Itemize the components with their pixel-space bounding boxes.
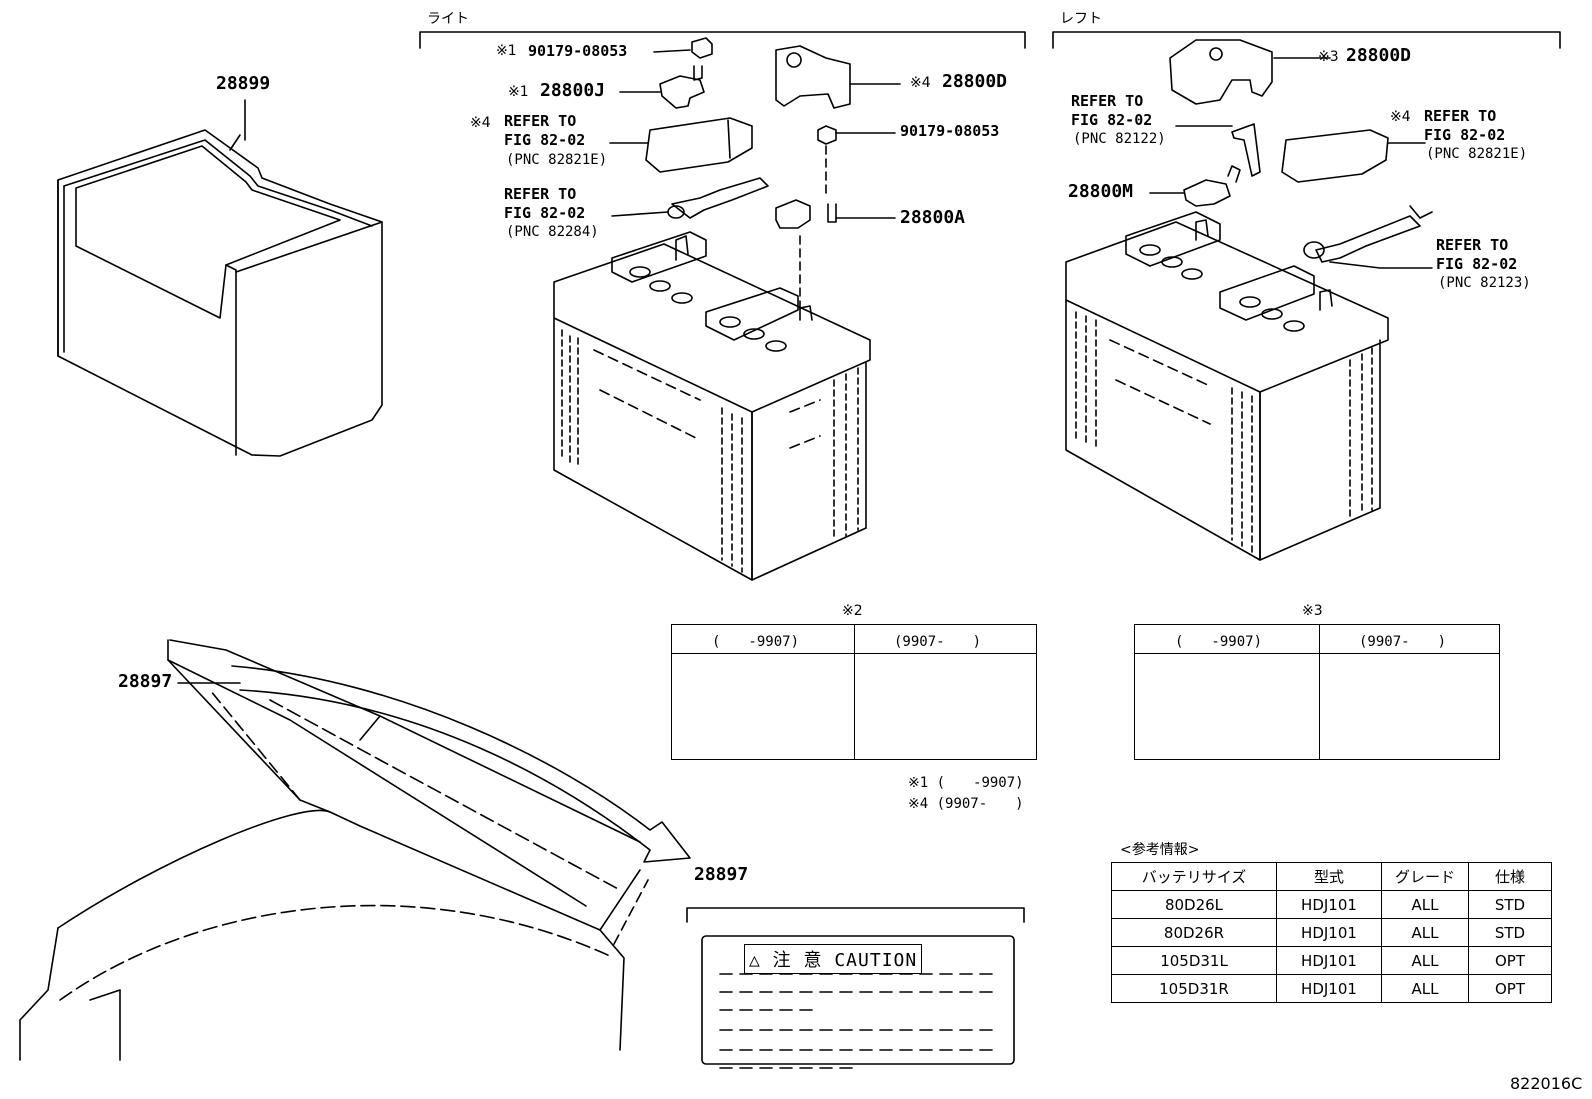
part-cover-left[interactable]: 28800D <box>1346 45 1412 66</box>
ref-cell: STD <box>1468 890 1552 919</box>
note-4: ※4 (9907- ) <box>908 796 1024 812</box>
ref-table-title: <参考情報> <box>1120 842 1200 858</box>
ref-cell: HDJ101 <box>1276 890 1382 919</box>
ref-cell: ALL <box>1381 918 1469 947</box>
refer-r2-line2[interactable]: FIG 82-02 <box>504 204 586 222</box>
refer-l1-line2[interactable]: FIG 82-02 <box>1071 111 1153 129</box>
variant-box2-title: ※2 <box>842 603 863 619</box>
refer-l2-line3: (PNC 82821E) <box>1426 146 1528 162</box>
ref-cell: HDJ101 <box>1276 974 1382 1003</box>
part-terminal-right[interactable]: 28800A <box>900 207 966 228</box>
refer-l1-line1: REFER TO <box>1071 92 1144 110</box>
variant-box3-before: ( -9907) <box>1175 634 1263 650</box>
ref-cell: 80D26R <box>1111 918 1277 947</box>
variant-box2-before: ( -9907) <box>712 634 800 650</box>
table-row: 80D26L HDJ101 ALL STD <box>1111 890 1552 919</box>
refer-l3-line2[interactable]: FIG 82-02 <box>1436 255 1518 273</box>
right-section-label: ライト <box>427 11 469 27</box>
mark-cover-left: ※3 <box>1318 49 1339 65</box>
variant-box2-after: (9907- ) <box>894 634 982 650</box>
leader-lines <box>177 49 1433 684</box>
ref-cell: 80D26L <box>1111 890 1277 919</box>
mark-cover-right: ※4 <box>910 75 931 91</box>
note-1: ※1 ( -9907) <box>908 775 1024 791</box>
variant-box3: ( -9907) (9907- ) <box>1134 624 1500 760</box>
ref-col-grade: グレード <box>1381 862 1469 891</box>
refer-r2-line3: (PNC 82284) <box>506 224 599 240</box>
vehicle-hood-drawing <box>19 639 691 1061</box>
table-row: 105D31R HDJ101 ALL OPT <box>1111 974 1552 1003</box>
refer-l3-line1: REFER TO <box>1436 236 1509 254</box>
mark-refer-l2: ※4 <box>1390 109 1411 125</box>
refer-r1-line3: (PNC 82821E) <box>506 152 608 168</box>
refer-l2-line2[interactable]: FIG 82-02 <box>1424 126 1506 144</box>
ref-cell: OPT <box>1468 946 1552 975</box>
ref-cell: ALL <box>1381 946 1469 975</box>
mark-bolt-right: ※1 <box>496 43 517 59</box>
ref-cell: HDJ101 <box>1276 946 1382 975</box>
left-section-label: レフト <box>1060 11 1102 27</box>
mark-refer-r1: ※4 <box>470 115 491 131</box>
refer-r1-line1: REFER TO <box>504 112 577 130</box>
terminal-parts-left-drawing <box>1169 39 1433 263</box>
variant-box2: ( -9907) (9907- ) <box>671 624 1037 760</box>
part-cover-right[interactable]: 28800D <box>942 71 1008 92</box>
refer-l2-line1: REFER TO <box>1424 107 1497 125</box>
ref-col-battery-size: バッテリサイズ <box>1111 862 1277 891</box>
part-bolt-right[interactable]: 90179-08053 <box>528 42 628 60</box>
part-hood-label[interactable]: 28897 <box>118 671 173 692</box>
ref-cell: OPT <box>1468 974 1552 1003</box>
ref-table: バッテリサイズ 型式 グレード 仕様 80D26L HDJ101 ALL STD… <box>1111 862 1552 1003</box>
ref-cell: ALL <box>1381 974 1469 1003</box>
part-nut-right[interactable]: 90179-08053 <box>900 122 1000 140</box>
ref-cell: ALL <box>1381 890 1469 919</box>
refer-l3-line3: (PNC 82123) <box>1438 275 1531 291</box>
part-terminal-left[interactable]: 28800M <box>1068 181 1134 202</box>
part-hood-label-detail[interactable]: 28897 <box>694 864 749 885</box>
ref-cell: 105D31R <box>1111 974 1277 1003</box>
figure-id: 822016C <box>1510 1074 1583 1093</box>
caution-label-drawing <box>701 935 1015 1069</box>
part-clamp-right[interactable]: 28800J <box>540 80 606 101</box>
ref-cell: 105D31L <box>1111 946 1277 975</box>
ref-col-model: 型式 <box>1276 862 1382 891</box>
refer-r2-line1: REFER TO <box>504 185 577 203</box>
ref-col-spec: 仕様 <box>1468 862 1552 891</box>
refer-r1-line2[interactable]: FIG 82-02 <box>504 131 586 149</box>
variant-box3-title: ※3 <box>1302 603 1323 619</box>
part-tray[interactable]: 28899 <box>216 73 271 94</box>
battery-right-drawing <box>553 231 871 581</box>
ref-cell: STD <box>1468 918 1552 947</box>
ref-table-header: バッテリサイズ 型式 グレード 仕様 <box>1111 862 1552 891</box>
caution-label: △ 注 意 CAUTION <box>744 944 923 974</box>
refer-l1-line3: (PNC 82122) <box>1073 131 1166 147</box>
terminal-parts-right-drawing <box>645 37 851 311</box>
table-row: 80D26R HDJ101 ALL STD <box>1111 918 1552 947</box>
battery-tray-drawing <box>57 99 383 457</box>
table-row: 105D31L HDJ101 ALL OPT <box>1111 946 1552 975</box>
mark-clamp-right: ※1 <box>508 84 529 100</box>
ref-cell: HDJ101 <box>1276 918 1382 947</box>
battery-left-drawing <box>1065 211 1389 561</box>
variant-box3-after: (9907- ) <box>1359 634 1447 650</box>
